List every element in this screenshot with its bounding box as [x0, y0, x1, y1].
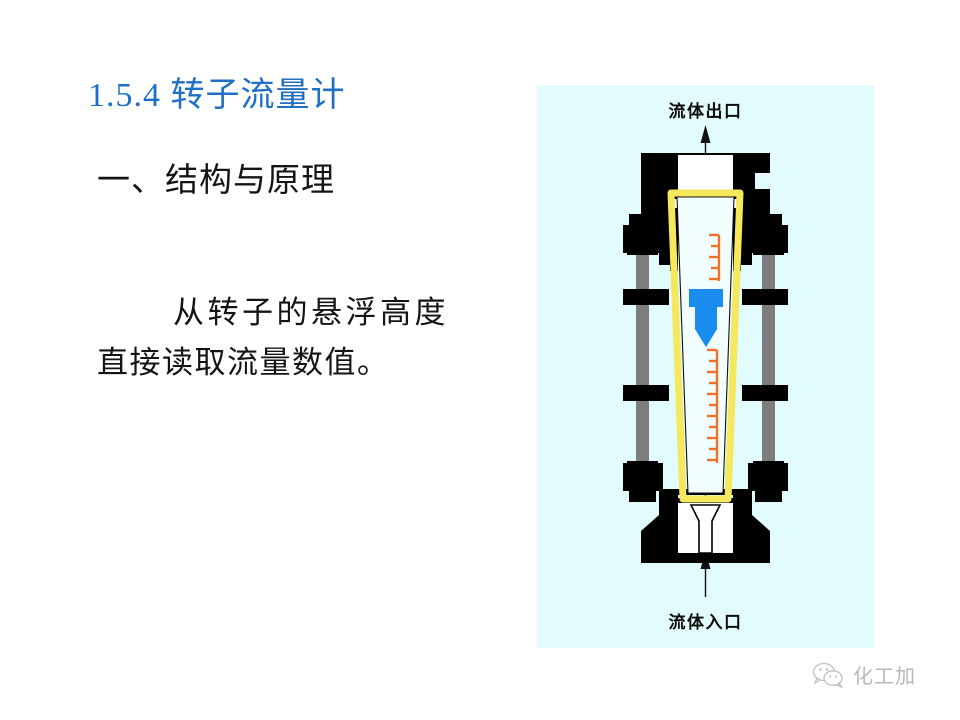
tie-rod-left	[623, 214, 669, 502]
body-paragraph: 从转子的悬浮高度 直接读取流量数值。	[97, 288, 517, 388]
rotameter-diagram: 流体出口 流体入口	[623, 101, 788, 632]
outlet-label: 流体出口	[669, 101, 743, 121]
wechat-icon	[812, 662, 843, 688]
rotameter-figure-panel: 流体出口 流体入口	[537, 85, 874, 648]
paragraph-line-1: 从转子的悬浮高度	[173, 295, 449, 330]
watermark-text: 化工加	[853, 666, 916, 688]
measurement-scale-upper	[709, 233, 721, 281]
float-rotor	[689, 289, 723, 347]
measurement-scale-lower	[707, 348, 719, 463]
tie-rod-right	[742, 214, 788, 502]
paragraph-line-2: 直接读取流量数值。	[97, 345, 390, 381]
section-heading: 一、结构与原理	[97, 161, 335, 198]
page-title: 1.5.4 转子流量计	[88, 77, 346, 114]
watermark: 化工加	[812, 660, 916, 689]
inlet-label: 流体入口	[669, 612, 743, 632]
